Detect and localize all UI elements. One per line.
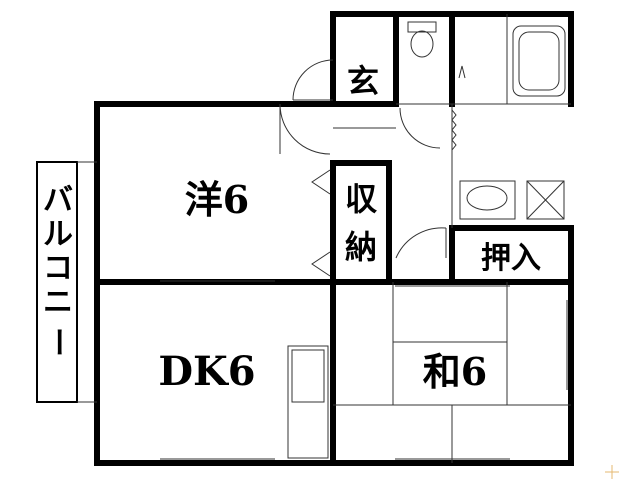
walls: [94, 11, 574, 466]
hall-door-swing: [399, 107, 441, 149]
room-label-japanese: 和6: [423, 349, 487, 394]
room-label-storage-top: 収: [345, 180, 377, 218]
entrance-door-swing: [292, 59, 334, 101]
closet-door-swing: [395, 227, 447, 259]
outer-wall-upper: [94, 11, 574, 107]
toilet-tank: [407, 21, 437, 33]
thin-lines: [160, 14, 619, 479]
balcony: [36, 161, 97, 403]
balcony-char: ニ: [43, 285, 73, 320]
washer-space: [526, 180, 565, 220]
room-label-storage-bottom: 納: [345, 228, 377, 266]
room-label-dk: DK6: [158, 348, 255, 395]
balcony-char: バ: [43, 183, 73, 218]
washstand: [459, 180, 516, 220]
room-label-western: 洋6: [185, 177, 249, 222]
toilet-bowl: [410, 30, 434, 58]
kitchen-counter: [287, 345, 329, 459]
wall-storage: [330, 160, 392, 285]
balcony-char: ー: [40, 327, 75, 357]
room-label-entrance: 玄: [347, 62, 379, 100]
bathtub: [512, 25, 566, 97]
balcony-char: ル: [43, 217, 73, 252]
western-door-swing: [279, 103, 331, 155]
balcony-char: コ: [43, 251, 73, 286]
room-label-closet: 押入: [481, 241, 541, 276]
balcony-label: バ ル コ ニ ー: [40, 183, 75, 357]
